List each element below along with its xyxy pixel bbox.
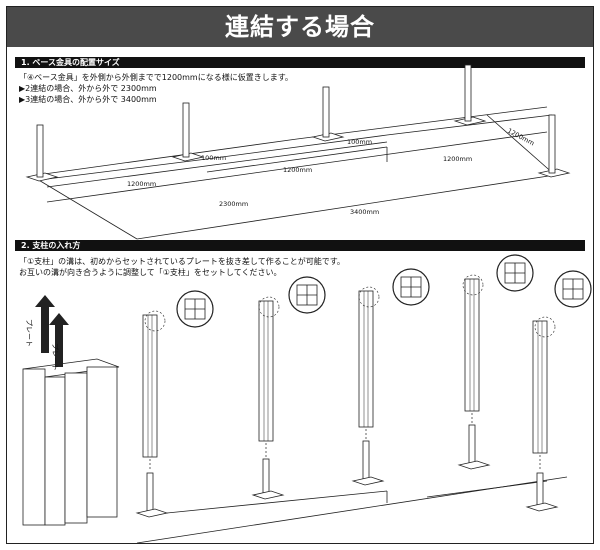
- dim-100-a: 100mm: [201, 154, 226, 162]
- dim-1200-left: 1200mm: [127, 180, 156, 188]
- page-frame: 連結する場合 1. ベース金具の配置サイズ 「④ベース金具」を外側から外側までで…: [6, 6, 594, 544]
- dim-3400: 3400mm: [350, 208, 379, 216]
- dim-100-b: 100mm: [347, 138, 372, 146]
- post-insertion-diagram: プレート プレート: [22, 254, 592, 543]
- section1-line-1: 「④ベース金具」を外側から外側までで1200mmになる様に仮置きします。: [19, 73, 293, 82]
- plate-label-left: プレート: [25, 319, 33, 347]
- dim-1200-right: 1200mm: [443, 155, 472, 163]
- base-post-1: [25, 124, 59, 182]
- section2-heading: 2. 支柱の入れ方: [15, 240, 585, 251]
- dim-1200-mid: 1200mm: [283, 166, 312, 174]
- section1-line-3: ▶3連結の場合、外から外で 3400mm: [19, 95, 157, 104]
- section1-line-2: ▶2連結の場合、外から外で 2300mm: [19, 84, 157, 93]
- section2-line-2: お互いの溝が向き合うように調整して「①支柱」をセットしてください。: [19, 268, 282, 277]
- section2-line-1: 「①支柱」の溝は、初めからセットされているプレートを抜き差して作ることが可能です…: [19, 257, 345, 266]
- base-layout-diagram: 1200mm 100mm 1200mm 100mm 1200mm 1200mm …: [22, 64, 592, 543]
- base-post-5: [537, 114, 571, 178]
- page-title: 連結する場合: [7, 7, 593, 47]
- plate-label-right: プレート: [51, 343, 59, 371]
- base-post-4: [453, 64, 487, 126]
- base-post-2: [171, 102, 205, 162]
- dim-2300: 2300mm: [219, 200, 248, 208]
- base-post-3: [311, 86, 345, 142]
- section1-heading: 1. ベース金具の配置サイズ: [15, 57, 585, 68]
